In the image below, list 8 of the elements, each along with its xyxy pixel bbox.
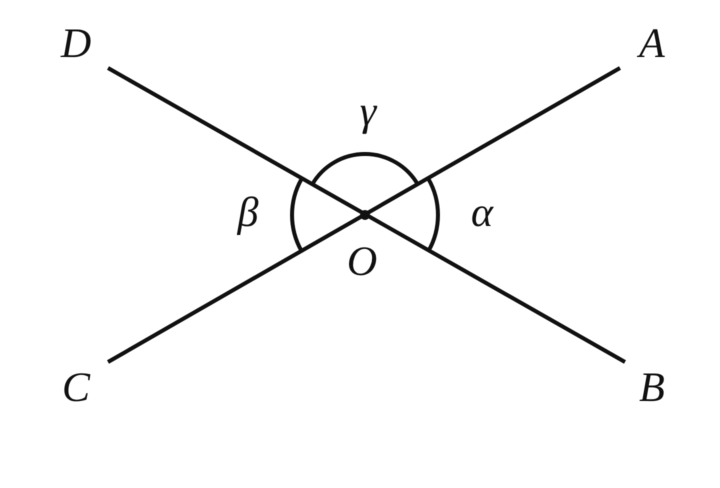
point-label: A [639, 23, 665, 65]
point-label: O [346, 241, 378, 283]
point-label: B [639, 367, 665, 409]
angle-label: γ [360, 91, 376, 133]
point-label: C [62, 367, 90, 409]
point-label: D [60, 23, 92, 65]
angle-label: α [470, 192, 494, 234]
angle-label: β [238, 192, 258, 234]
